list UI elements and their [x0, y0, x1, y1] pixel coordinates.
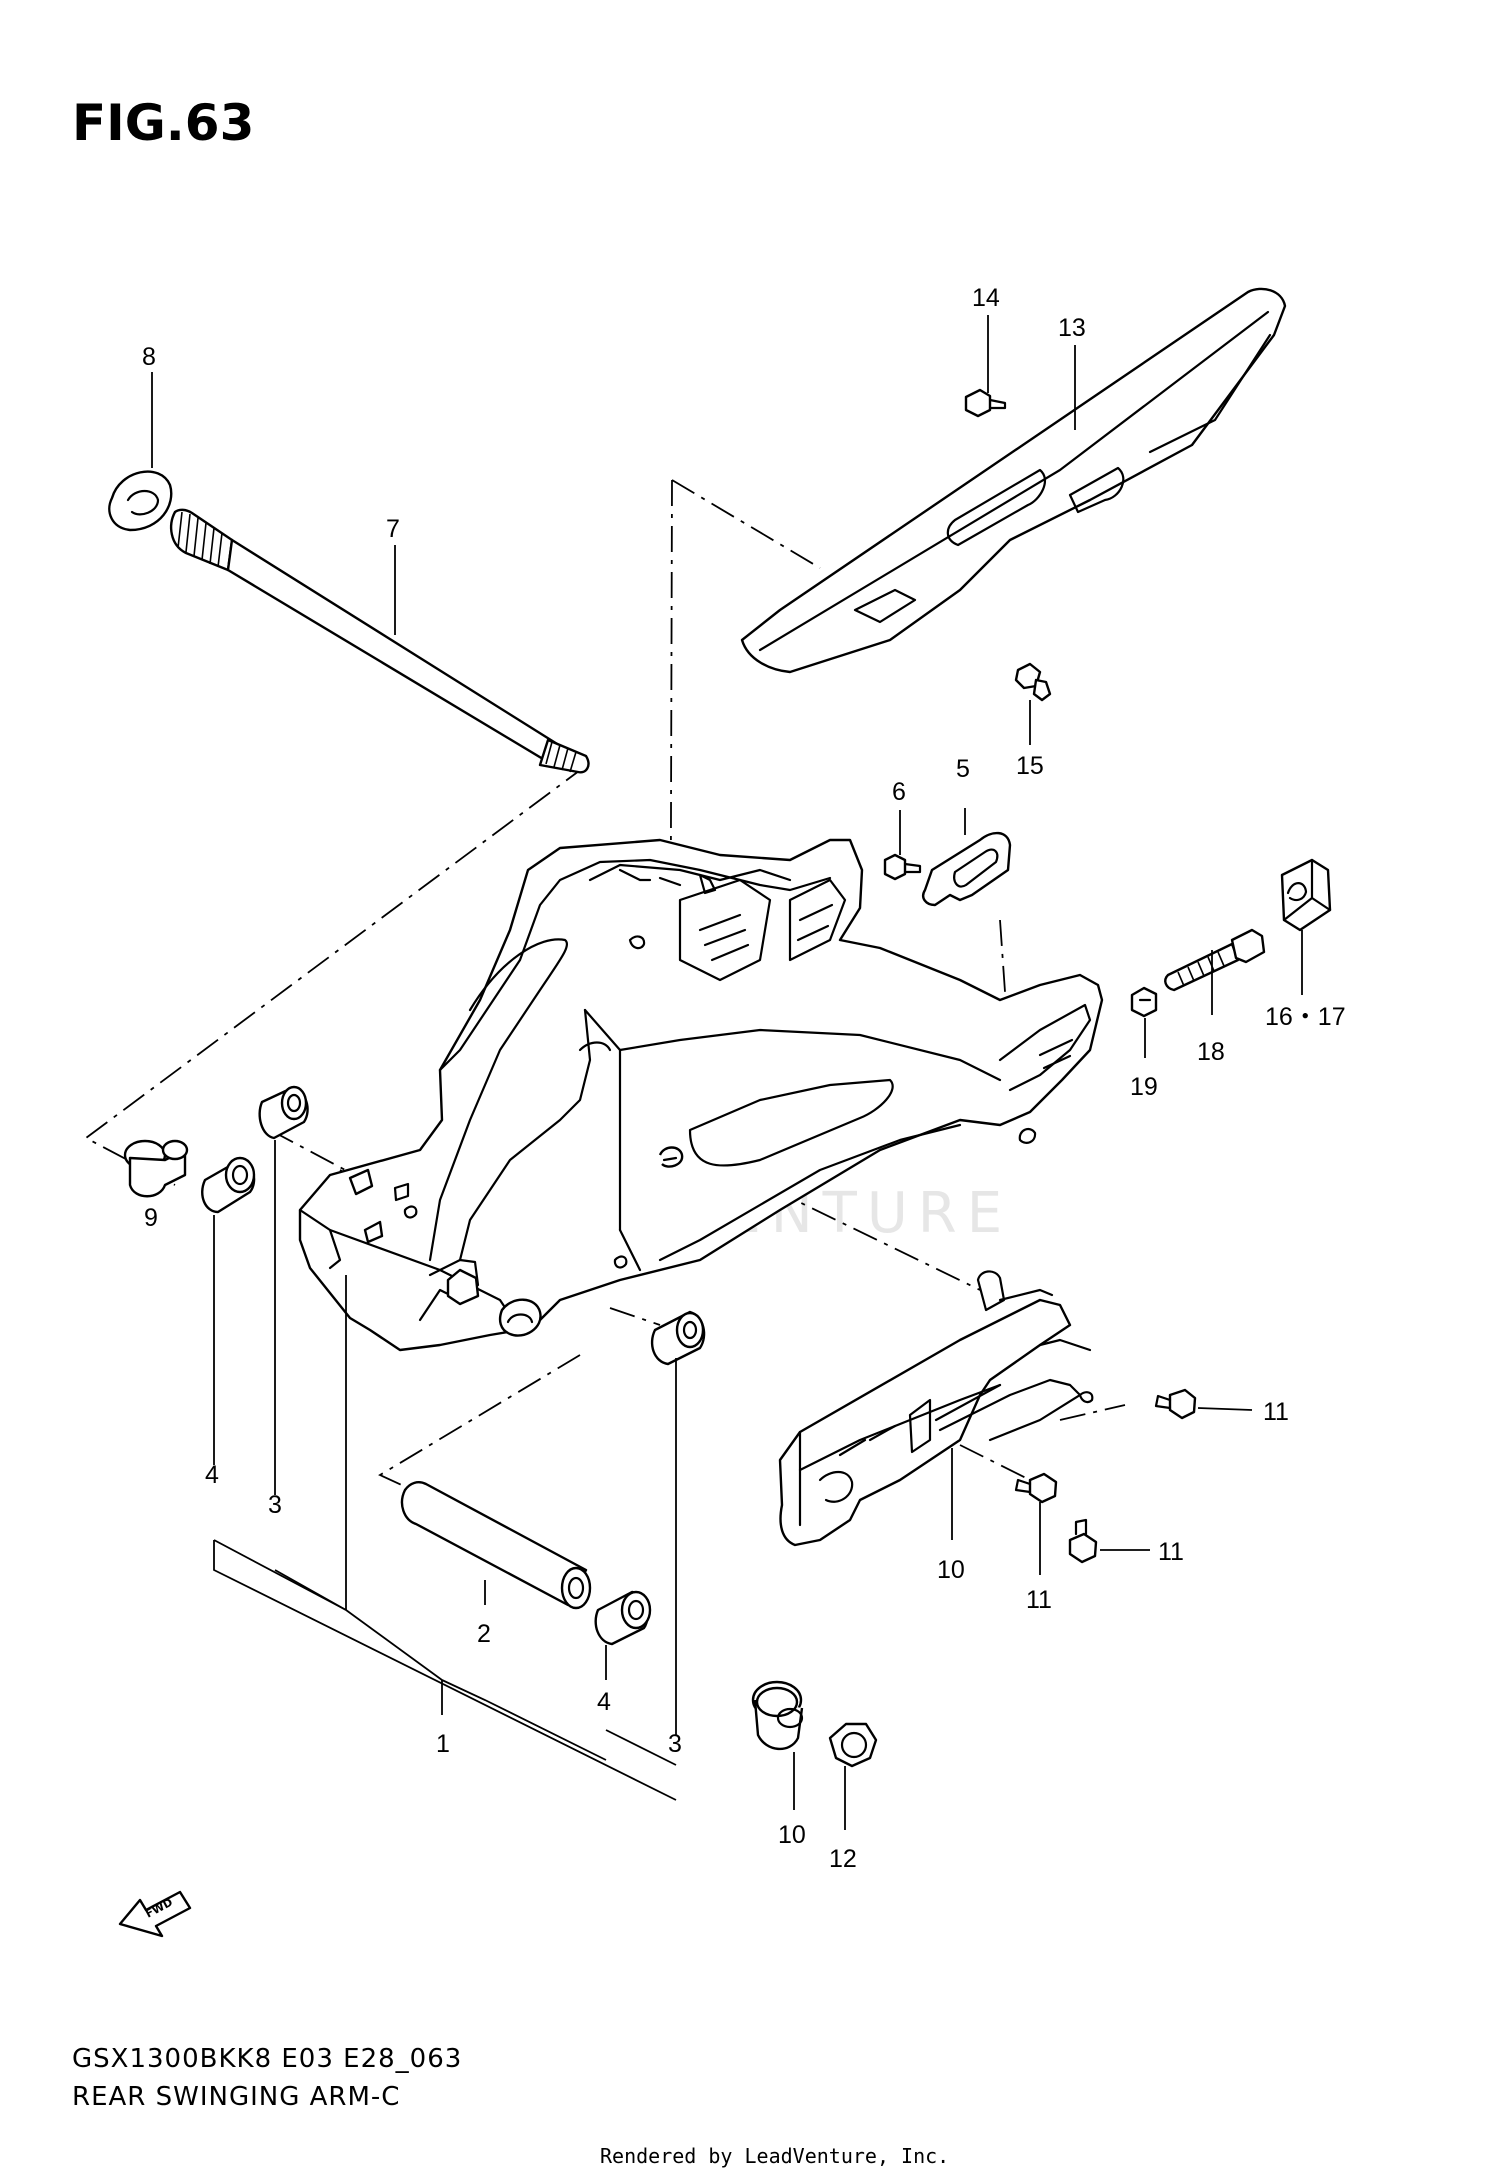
part-4-bearing-right — [594, 1590, 652, 1646]
part-10-sleeve — [751, 1680, 804, 1751]
part-15-clip — [1014, 662, 1052, 702]
part-3-bearing-right — [650, 1310, 706, 1366]
callout-10-sleeve: 10 — [778, 1821, 806, 1849]
callout-10-guard: 10 — [937, 1556, 965, 1584]
part-1-swing-arm — [298, 838, 1104, 1352]
part-4-bearing-left — [201, 1156, 256, 1214]
callout-1: 1 — [436, 1730, 450, 1758]
part-16-17-adjuster-block — [1280, 858, 1332, 932]
part-18-adjuster-bolt — [1164, 928, 1266, 992]
callout-18: 18 — [1197, 1038, 1225, 1066]
part-11-bolt-lower — [1068, 1518, 1098, 1564]
callout-13: 13 — [1058, 314, 1086, 342]
callout-3-right: 3 — [668, 1730, 682, 1758]
callout-15: 15 — [1016, 752, 1044, 780]
part-5-plate — [922, 831, 1012, 907]
forward-arrow-icon: FWD — [118, 1890, 192, 1938]
part-8-nut — [108, 470, 173, 532]
callout-9: 9 — [144, 1204, 158, 1232]
callout-2: 2 — [477, 1620, 491, 1648]
callout-4-left: 4 — [205, 1461, 219, 1489]
part-12-nut — [828, 1722, 878, 1768]
part-6-bolt — [883, 853, 922, 881]
callout-16-17: 16・17 — [1265, 1003, 1346, 1031]
part-11-bolt-middle — [1014, 1472, 1058, 1504]
callout-3-left: 3 — [268, 1491, 282, 1519]
leader-lines — [151, 315, 1303, 1830]
part-19-nut — [1130, 986, 1158, 1018]
part-9-collar — [123, 1139, 189, 1198]
callout-11-upper: 11 — [1263, 1398, 1289, 1426]
render-credit: Rendered by LeadVenture, Inc. — [600, 2144, 949, 2168]
callout-11-middle: 11 — [1026, 1586, 1052, 1614]
callout-7: 7 — [386, 515, 400, 543]
part-7-pivot-shaft — [169, 508, 590, 774]
callout-11-lower: 11 — [1158, 1538, 1184, 1566]
section-title: REAR SWINGING ARM-C — [72, 2082, 400, 2112]
callout-6: 6 — [892, 778, 906, 806]
part-13-chain-cover — [740, 287, 1287, 674]
model-code: GSX1300BKK8 E03 E28_063 — [72, 2044, 462, 2074]
callout-4-right: 4 — [597, 1688, 611, 1716]
callout-12: 12 — [829, 1845, 857, 1873]
callout-19: 19 — [1130, 1073, 1158, 1101]
callout-labels: 8 7 14 13 15 5 6 16・17 18 19 9 4 3 2 1 4… — [142, 284, 1346, 1873]
figure-title: FIG.63 — [72, 94, 254, 152]
callout-5: 5 — [956, 755, 970, 783]
part-14-bolt — [964, 388, 1007, 418]
callout-14: 14 — [972, 284, 1000, 312]
part-2-spacer — [400, 1481, 592, 1610]
part-3-bearing-left — [258, 1085, 309, 1140]
callout-8: 8 — [142, 343, 156, 371]
part-10-chain-guard — [778, 1270, 1094, 1547]
part-11-bolt-upper — [1154, 1388, 1197, 1420]
